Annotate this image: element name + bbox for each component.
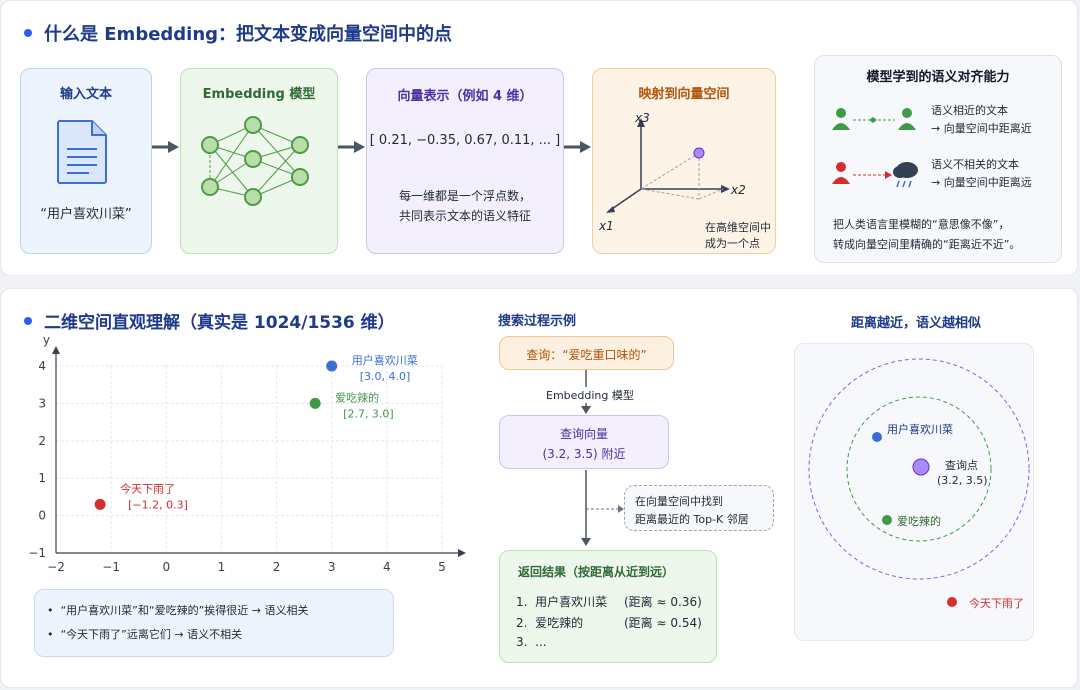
data-point (94, 498, 106, 510)
radial-label-rain: 今天下雨了 (969, 597, 1024, 610)
bottom-section-title: 二维空间直观理解（真实是 1024/1536 维） (24, 308, 395, 333)
radial-point-spicy (882, 515, 892, 525)
x-axis-arrow (458, 549, 466, 557)
radial-label-query: 查询点 (945, 459, 978, 472)
y-axis-label: y (43, 336, 50, 347)
map-note-line2: 成为一个点 (705, 237, 760, 250)
alignment-card-title: 模型学到的语义对齐能力 (866, 70, 1010, 85)
query-vector-value: (3.2, 3.5) 附近 (542, 447, 626, 461)
unrelated-rain-icon (832, 162, 918, 188)
vector-desc-line1: 每一维都是一个浮点数， (398, 189, 531, 203)
vector-representation-card: 向量表示（例如 4 维） [ 0.21, −0.35, 0.67, 0.11, … (366, 68, 564, 254)
query-text: 查询：“爱吃重口味的” (526, 348, 647, 362)
document-icon (57, 120, 107, 184)
axis-x3-label: x3 (635, 111, 650, 125)
results-box: 返回结果（按距离从近到远） 1. 用户喜欢川菜 (距离 ≈ 0.36) 2. 爱… (499, 550, 717, 663)
input-text-value: “用户喜欢川菜” (40, 207, 132, 222)
x-tick-label: 5 (438, 560, 446, 574)
x-tick-label: 0 (162, 560, 170, 574)
result-row-2: 2. 爱吃辣的 (516, 616, 584, 630)
embedded-point (693, 147, 705, 159)
x-tick-label: 1 (218, 560, 226, 574)
radial-label-sichuan: 用户喜欢川菜 (887, 423, 953, 436)
y-tick-label: 3 (38, 396, 46, 410)
y-tick-label: 4 (38, 359, 46, 373)
3d-axes-diagram (606, 118, 730, 213)
radial-point-rain (947, 597, 957, 607)
radial-title: 距离越近，语义越相似 (851, 316, 982, 331)
bullet-dot (24, 29, 32, 37)
alignment-summary-line1: 把人类语言里模糊的“意思像不像”， (833, 218, 1010, 231)
radial-label-query-coord: (3.2, 3.5) (937, 474, 988, 487)
radial-label-spicy: 爱吃辣的 (897, 515, 941, 528)
data-point-coord: [2.7, 3.0] (343, 407, 394, 420)
top-section-title: 什么是 Embedding：把文本变成向量空间中的点 (24, 20, 452, 46)
x-tick-label: −2 (47, 560, 65, 574)
data-point-coord: [3.0, 4.0] (360, 370, 411, 383)
y-tick-label: 2 (38, 434, 46, 448)
data-point-label: 爱吃辣的 (335, 390, 379, 404)
axis-x1-label: x1 (599, 219, 614, 233)
results-title: 返回结果（按距离从近到远） (518, 565, 675, 579)
data-point-coord: [−1.2, 0.3] (128, 498, 188, 511)
x-tick-label: 2 (273, 560, 281, 574)
flow-arrow-1 (152, 141, 179, 153)
radial-point-query (912, 458, 930, 476)
insight-notes-box: • “用户喜欢川菜”和“爱吃辣的”挨得很近 → 语义相关 • “今天下雨了”远离… (34, 589, 394, 657)
data-point-label: 用户喜欢川菜 (352, 353, 418, 367)
input-text-card: 输入文本 “用户喜欢川菜” (20, 68, 152, 254)
bottom-title-text: 二维空间直观理解（真实是 1024/1536 维） (44, 313, 395, 333)
x-tick-label: 3 (328, 560, 336, 574)
axis-x2-label: x2 (731, 183, 746, 197)
result-row-1: 1. 用户喜欢川菜 (516, 595, 608, 609)
data-point (326, 360, 338, 372)
vector-desc-line2: 共同表示文本的语义特征 (398, 209, 531, 223)
bullet-dot (24, 316, 32, 325)
result-row-2-distance: (距离 ≈ 0.54) (624, 616, 702, 630)
semantic-alignment-card: 模型学到的语义对齐能力 语义相近的文本 → 向量空间中距离近 语义不相关的文本 … (814, 55, 1062, 263)
result-row-1-distance: (距离 ≈ 0.36) (624, 595, 702, 609)
flow-arrow-2 (338, 141, 365, 153)
note-item-2: • “今天下雨了”远离它们 → 语义不相关 (47, 628, 243, 641)
alignment-summary-line2: 转成向量空间里精确的“距离近不近”。 (833, 238, 1021, 251)
data-point-label: 今天下雨了 (120, 481, 175, 495)
y-tick-label: 0 (38, 509, 46, 523)
y-axis-arrow (52, 346, 60, 354)
search-model-label: Embedding 模型 (544, 387, 636, 403)
topk-note-line1: 在向量空间中找到 (635, 495, 723, 508)
map-note-line1: 在高维空间中 (705, 221, 771, 234)
input-card-title: 输入文本 (59, 87, 112, 102)
unrelated-title: 语义不相关的文本 (931, 158, 1019, 171)
y-tick-label: −1 (28, 546, 46, 560)
vector-space-card: 映射到向量空间 x3 x2 x1 在高维空间中 成为一个点 (592, 68, 776, 254)
data-point (309, 397, 321, 409)
result-row-3: 3. ... (516, 635, 547, 649)
similar-title: 语义相近的文本 (931, 104, 1008, 117)
search-title: 搜索过程示例 (498, 314, 577, 329)
similar-users-icon (832, 108, 916, 130)
radial-diagram-box: 用户喜欢川菜 查询点 (3.2, 3.5) 爱吃辣的 今天下雨了 (794, 343, 1034, 641)
embedding-model-card: Embedding 模型 (180, 68, 338, 254)
x-tick-label: 4 (383, 560, 391, 574)
distance-rings (808, 358, 1030, 607)
similar-desc: → 向量空间中距离近 (931, 122, 1032, 135)
model-card-title: Embedding 模型 (202, 87, 316, 102)
topk-note-box: 在向量空间中找到 距离最近的 Top-K 邻居 (624, 485, 774, 531)
query-vector-title: 查询向量 (559, 427, 608, 441)
vector-card-title: 向量表示（例如 4 维） (397, 89, 533, 104)
top-title-text: 什么是 Embedding：把文本变成向量空间中的点 (44, 24, 453, 45)
topk-note-line2: 距离最近的 Top-K 邻居 (635, 513, 749, 526)
radial-point-sichuan (872, 432, 882, 442)
unrelated-desc: → 向量空间中距离远 (931, 176, 1032, 189)
x-tick-label: −1 (102, 560, 120, 574)
flow-arrow-3 (564, 141, 591, 153)
vector-value: [ 0.21, −0.35, 0.67, 0.11, ... ] (369, 133, 561, 148)
note-item-1: • “用户喜欢川菜”和“爱吃辣的”挨得很近 → 语义相关 (47, 604, 309, 617)
query-box: 查询：“爱吃重口味的” (499, 336, 674, 370)
y-tick-label: 1 (38, 471, 46, 485)
map-card-title: 映射到向量空间 (638, 87, 730, 102)
neural-network-icon (201, 116, 309, 206)
query-vector-box: 查询向量 (3.2, 3.5) 附近 (499, 415, 669, 469)
